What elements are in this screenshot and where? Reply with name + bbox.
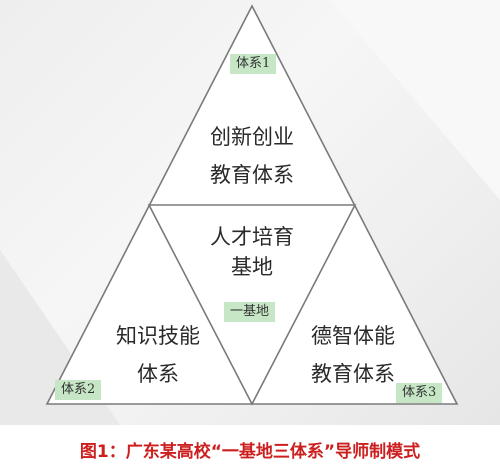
right-section-label: 德智体能 教育体系 <box>283 317 423 393</box>
top-label-line1: 创新创业 <box>210 125 294 149</box>
tag-system-1: 体系1 <box>230 54 277 74</box>
left-label-line2: 体系 <box>137 362 179 386</box>
center-section-label: 人才培育 基地 <box>187 222 317 282</box>
tag-system-2: 体系2 <box>55 380 102 400</box>
center-label-line2: 基地 <box>231 255 273 279</box>
top-label-line2: 教育体系 <box>210 163 294 187</box>
tag-system-3: 体系3 <box>396 383 443 403</box>
right-label-line1: 德智体能 <box>311 324 395 348</box>
tag-one-base: 一基地 <box>224 302 276 322</box>
top-section-label: 创新创业 教育体系 <box>182 118 322 194</box>
figure-caption: 图1：广东某高校“一基地三体系”导师制模式 <box>79 442 421 462</box>
left-section-label: 知识技能 体系 <box>88 317 228 393</box>
center-label-line1: 人才培育 <box>210 225 294 249</box>
diagram-panel: 创新创业 教育体系 体系1 人才培育 基地 一基地 知识技能 体系 体系2 德智… <box>0 0 500 425</box>
right-label-line2: 教育体系 <box>311 362 395 386</box>
left-label-line1: 知识技能 <box>116 324 200 348</box>
bg-shape <box>330 0 500 200</box>
